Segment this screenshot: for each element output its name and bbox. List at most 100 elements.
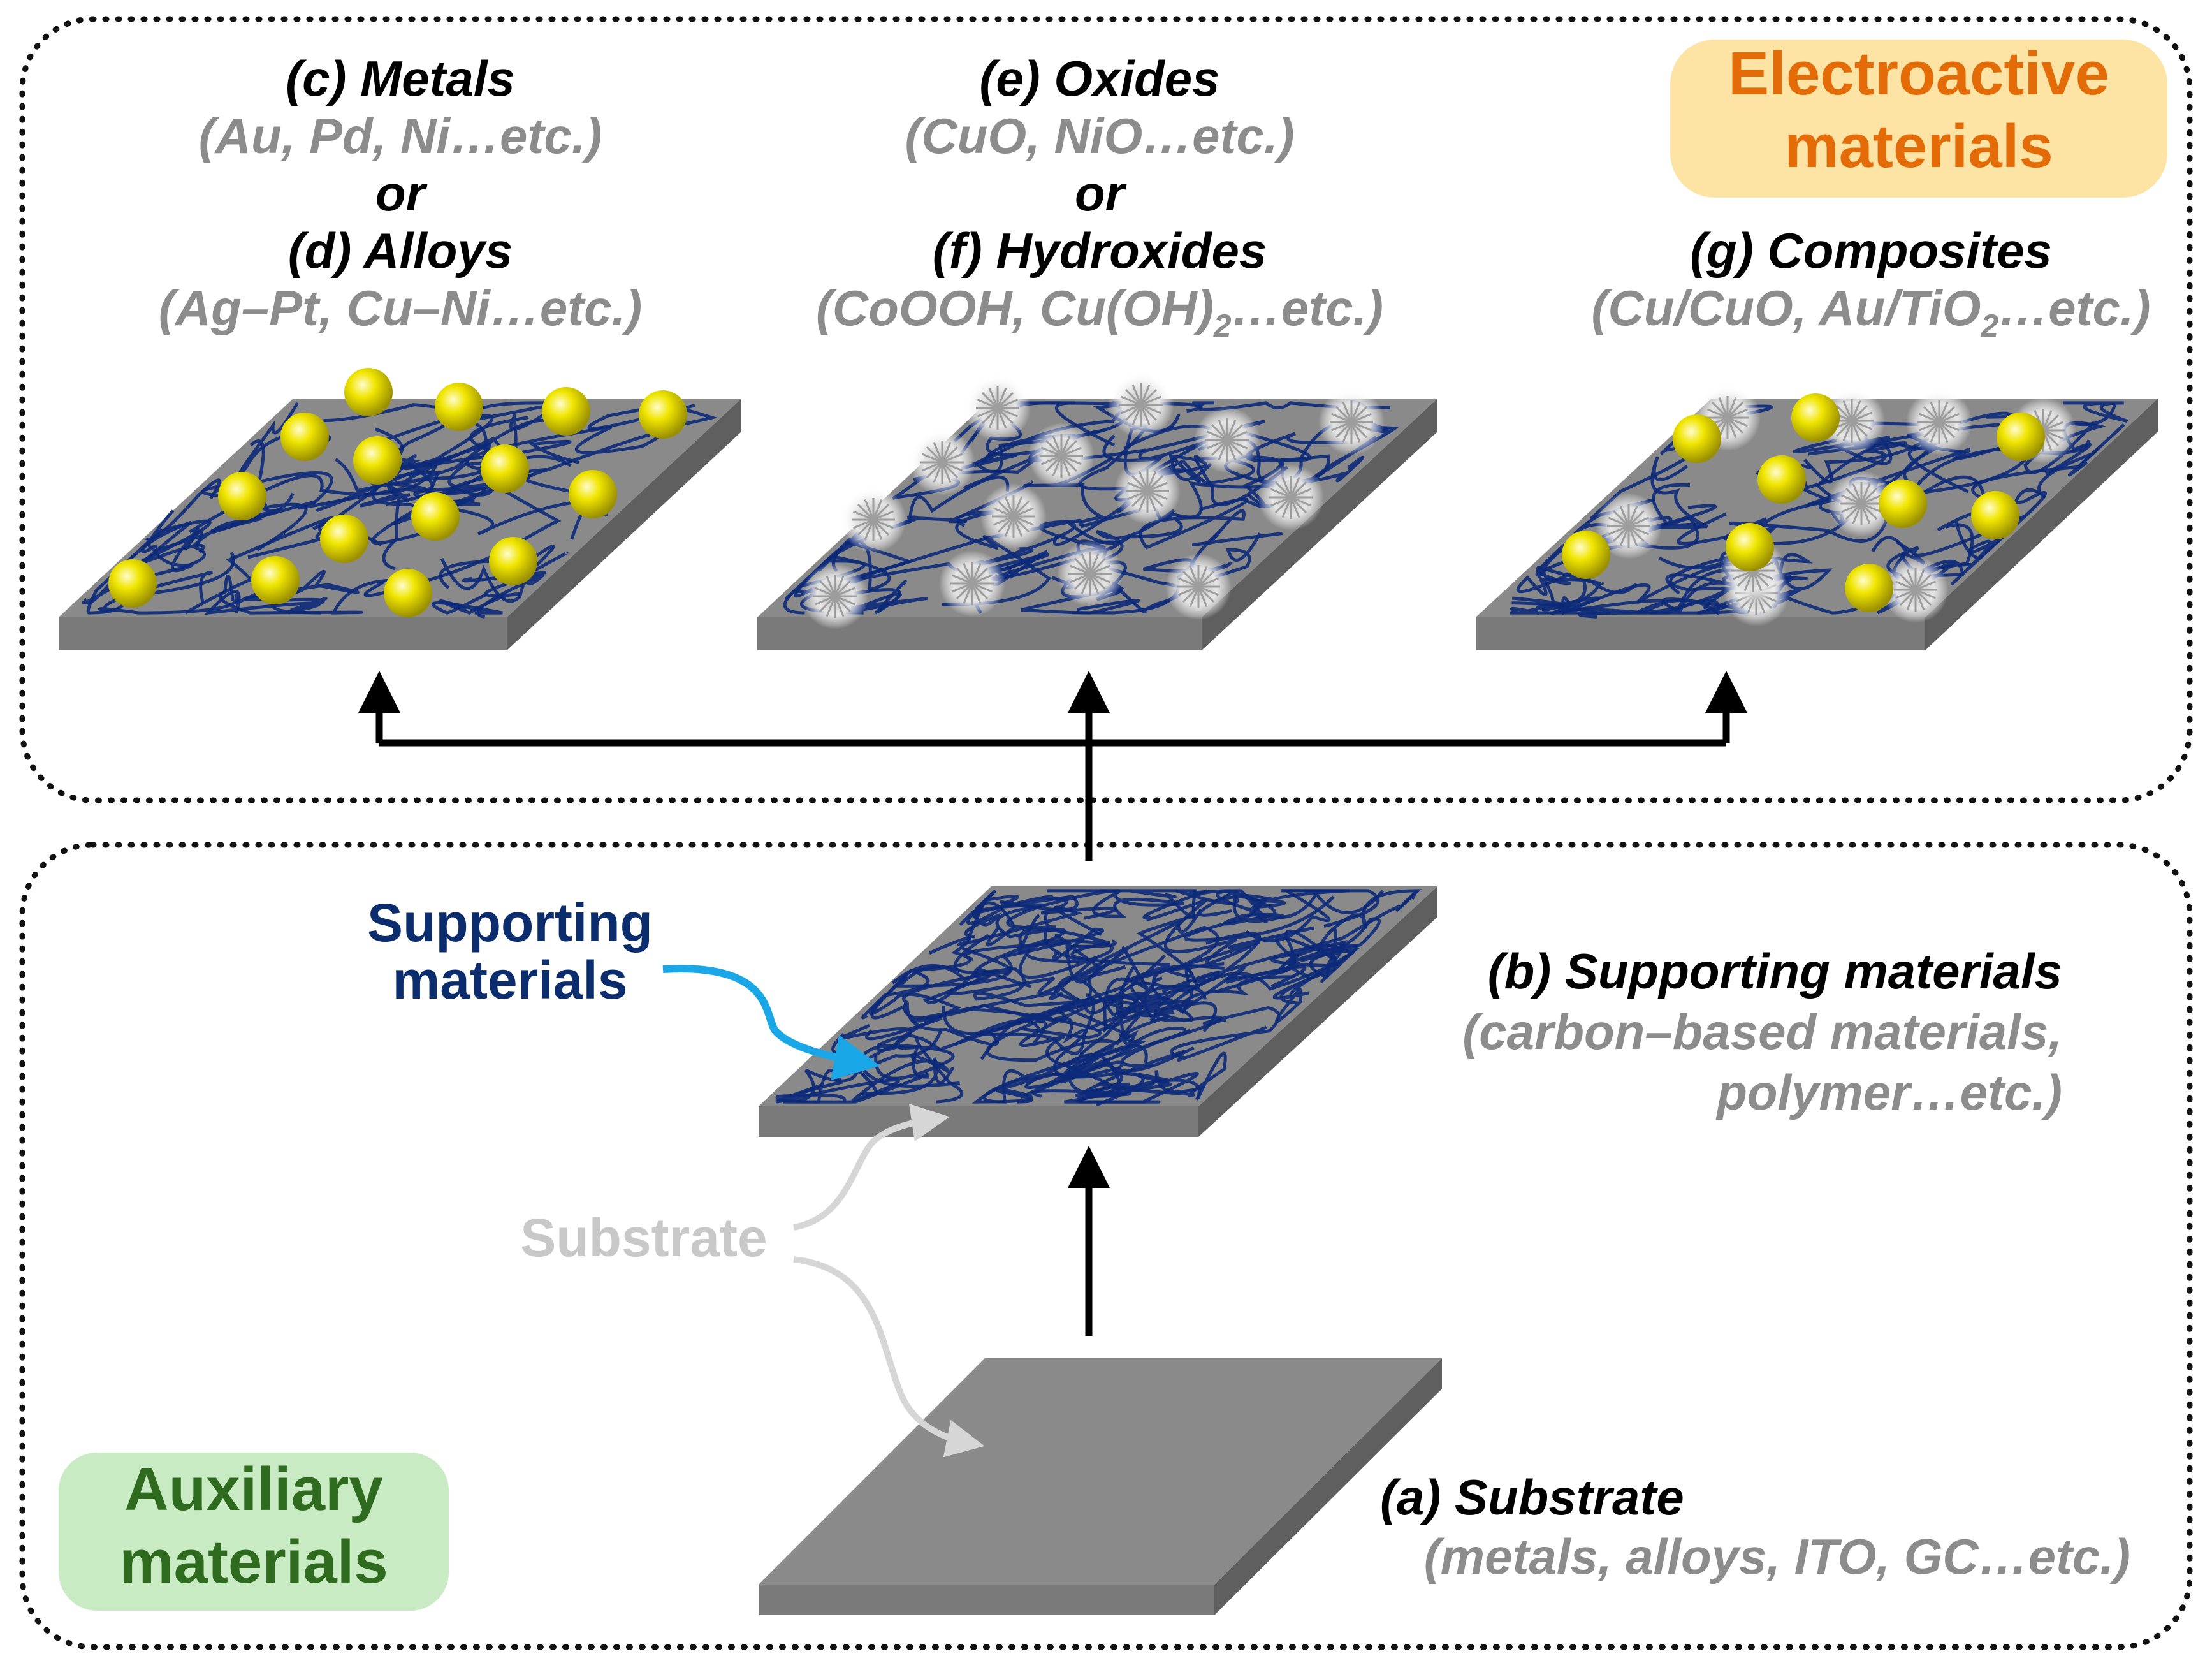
auxiliary-line1: Auxiliary — [124, 1455, 383, 1523]
electroactive-panel-border — [19, 16, 2193, 803]
substrate-plate-front-edge — [759, 1585, 1214, 1615]
fiber-strand — [98, 570, 239, 615]
fiber-strand — [218, 575, 402, 615]
metals-examples: (Au, Pd, Ni…etc.) — [199, 108, 602, 164]
fiber-strand — [2007, 448, 2099, 531]
oxide-nanoparticle — [1882, 557, 1949, 623]
metal-nanoparticle — [1971, 491, 2019, 539]
supporting-examples-line1: (carbon–based materials, — [1462, 1004, 2062, 1060]
arrow-network — [358, 671, 1747, 1336]
fiber-strand — [1079, 913, 1219, 979]
metal-nanoparticle — [542, 387, 590, 436]
fiber-strand — [995, 903, 1066, 956]
substrate-plate-top — [759, 1358, 1442, 1585]
metal-nanoparticle — [1562, 531, 1610, 579]
fiber-strand — [1925, 423, 2125, 502]
fiber-strand — [1756, 441, 1907, 490]
fiber-strand — [1018, 926, 1098, 1000]
oxides-plate-top — [757, 399, 1437, 617]
substrate-plate-side-edge — [1214, 1358, 1442, 1615]
oxide-nanoparticle — [1057, 541, 1123, 607]
composites-plate — [1476, 385, 2158, 650]
fiber-strand — [1300, 917, 1381, 962]
metals-title: (c) Metals — [286, 50, 515, 106]
oxides-title: (e) Oxides — [979, 50, 1219, 106]
auxiliary-line2: materials — [119, 1528, 388, 1596]
fiber-strand — [1018, 926, 1315, 983]
metal-nanoparticle — [1997, 413, 2045, 461]
fiber-strand — [1510, 596, 1611, 615]
composites-title: (g) Composites — [1690, 223, 2052, 279]
fiber-strand — [980, 518, 1183, 566]
plates — [59, 368, 2158, 1615]
metal-nanoparticle — [344, 368, 393, 416]
electroactive-line1: Electroactive — [1728, 40, 2109, 108]
fiber-strand — [189, 458, 440, 534]
fiber-strand — [1047, 889, 1184, 918]
metal-nanoparticle — [1673, 414, 1721, 463]
alloys-examples: (Ag–Pt, Cu–Ni…etc.) — [159, 280, 642, 336]
electroactive-badge: Electroactive materials — [1670, 40, 2167, 198]
metal-nanoparticle — [1879, 480, 1927, 528]
oxides-or: or — [1075, 165, 1127, 221]
supporting-labels: (b) Supporting materials (carbon–based m… — [1462, 943, 2062, 1120]
auxiliary-badge: Auxiliary materials — [59, 1453, 449, 1611]
fiber-strand — [2023, 421, 2107, 476]
fiber-strand — [869, 974, 961, 1079]
fiber-strand — [431, 592, 503, 615]
composites-column-labels: (g) Composites (Cu/CuO, Au/TiO2…etc.) — [1591, 223, 2150, 344]
oxides-examples: (CuO, NiO…etc.) — [905, 108, 1294, 164]
fiber-strand — [1139, 497, 1283, 550]
substrate-callout-text: Substrate — [520, 1208, 767, 1268]
curved-callout-arrow-gray-up — [793, 1103, 950, 1231]
fiber-strand — [1184, 895, 1335, 942]
metal-nanoparticle — [251, 556, 300, 604]
fiber-strand — [1170, 1006, 1281, 1062]
oxide-nanoparticle — [840, 487, 906, 553]
oxide-nanoparticle — [939, 550, 1005, 617]
oxide-nanoparticle — [1258, 464, 1324, 531]
curved-callout-arrow-blue — [662, 965, 880, 1080]
fiber-strand — [439, 558, 535, 603]
supporting-fiber-network — [775, 889, 1422, 1107]
supporting-plate-front-edge — [759, 1106, 1198, 1137]
oxide-nanoparticle — [1906, 389, 1972, 455]
metal-nanoparticle — [280, 413, 329, 461]
fiber-strand — [996, 1060, 1145, 1107]
metal-nanoparticle — [569, 470, 617, 518]
substrate-examples: (metals, alloys, ITO, GC…etc.) — [1424, 1528, 2130, 1585]
alloys-title: (d) Alloys — [288, 223, 513, 279]
fiber-strand — [966, 890, 1003, 925]
metals-column-labels: (c) Metals (Au, Pd, Ni…etc.) or (d) Allo… — [159, 50, 642, 336]
metals-plate — [59, 368, 741, 650]
electroactive-line2: materials — [1784, 112, 2053, 180]
oxide-nanoparticle — [1028, 423, 1095, 489]
fiber-strand — [874, 1034, 955, 1080]
oxide-nanoparticle — [909, 429, 975, 495]
oxides-plate — [757, 372, 1437, 650]
fiber-strand — [783, 1063, 929, 1104]
oxides-column-labels: (e) Oxides (CuO, NiO…etc.) or (f) Hydrox… — [816, 50, 1383, 344]
fiber-strand — [1541, 566, 1638, 615]
fiber-strand — [469, 401, 562, 460]
supporting-plate-side-edge — [1198, 886, 1437, 1137]
oxide-nanoparticle — [1194, 407, 1260, 473]
metal-nanoparticle — [384, 569, 432, 617]
supporting-title: (b) Supporting materials — [1488, 943, 2062, 999]
metal-nanoparticle — [489, 537, 537, 585]
composites-plate-side-edge — [1925, 399, 2158, 650]
fiber-strand — [1074, 1051, 1227, 1099]
fiber-strand — [1272, 967, 1336, 1023]
metals-plate-side-edge — [507, 399, 741, 650]
metal-nanoparticle — [353, 436, 402, 485]
curved-callout-arrow-gray-down — [793, 1256, 985, 1458]
fiber-strand — [1098, 889, 1198, 919]
oxide-nanoparticle — [980, 483, 1047, 550]
metal-nanoparticle — [435, 383, 483, 431]
fiber-strand — [2063, 401, 2128, 427]
supporting-examples-line2: polymer…etc.) — [1715, 1064, 2062, 1120]
metal-nanoparticle — [320, 515, 368, 563]
fiber-strand — [249, 439, 434, 510]
oxide-nanoparticle — [1596, 493, 1662, 559]
